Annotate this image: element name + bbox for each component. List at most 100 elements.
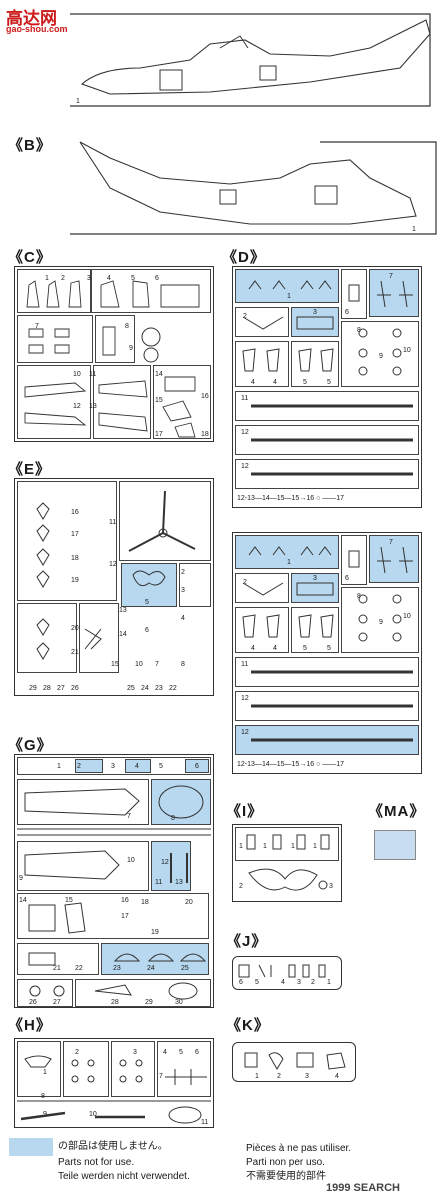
part-number: 3: [133, 1049, 137, 1056]
part-number: 11: [241, 661, 249, 668]
part-number: 4: [273, 645, 277, 652]
part-number: 30: [175, 999, 183, 1006]
part-number: 24: [147, 965, 155, 972]
part-number: 4: [281, 979, 285, 986]
legend-de: Teile werden nicht verwendet.: [58, 1171, 190, 1182]
part-number: 18: [201, 431, 209, 438]
sprue-j-frame: 6 5 4 3 2 1: [232, 956, 342, 990]
e-cell-blue-5: [121, 563, 177, 607]
d-cell-4: [235, 341, 289, 387]
e-cell-13: [79, 603, 119, 673]
part-number: 10: [403, 347, 411, 354]
part-number: 2: [61, 275, 65, 282]
part-number: 11: [89, 371, 97, 378]
part-number: 19: [71, 577, 79, 584]
legend-en: Parts not for use.: [58, 1157, 135, 1168]
part-number: 12: [73, 403, 81, 410]
part-number: 16: [71, 509, 79, 516]
section-label-b: 《B》: [8, 137, 52, 154]
part-number: 1: [291, 843, 295, 850]
part-number: 2: [311, 979, 315, 986]
part-number: 4: [163, 1049, 167, 1056]
part-number: 5: [303, 645, 307, 652]
part-number: 14: [19, 897, 27, 904]
sprue-k-drawing: [244, 1052, 346, 1070]
sprue-d-frame: 1 2 3 4 4 5 5 6 7 8 9 10 11 12 12 12-13—…: [232, 266, 422, 508]
d2-cell-2: [235, 573, 289, 603]
part-number: 5: [327, 379, 331, 386]
part-number: 4: [251, 645, 255, 652]
part-number: 12: [241, 429, 249, 436]
i-cell-row1: [235, 827, 339, 861]
part-number: 11: [109, 519, 117, 526]
part-number: 17: [71, 531, 79, 538]
part-number: 6: [239, 979, 243, 986]
e-cell-figures-2: [17, 603, 77, 673]
part-number: 26: [29, 999, 37, 1006]
section-label-c: 《C》: [8, 249, 52, 266]
part-number: 6: [145, 627, 149, 634]
part-number: 2: [243, 313, 247, 320]
part-number: 12: [241, 729, 249, 736]
part-number: 5: [179, 1049, 183, 1056]
d2-runner-row: 12-13—14—15—15→16 ○ ——17: [237, 761, 345, 768]
part-number: 20: [185, 899, 193, 906]
g-cell-blue-4: [125, 759, 151, 773]
part-number: 15: [111, 661, 119, 668]
d2-cell-blue-7: [369, 535, 419, 583]
part-number: 5: [131, 275, 135, 282]
part-number: 8: [357, 327, 361, 334]
part-number: 21: [53, 965, 61, 972]
part-number: 14: [119, 631, 127, 638]
sprue-a-drawing: [70, 13, 431, 107]
d2-cell-4: [235, 607, 289, 653]
h-cell-1: [17, 1041, 61, 1097]
part-number: 25: [181, 965, 189, 972]
part-number: 16: [201, 393, 209, 400]
part-number: 21: [71, 649, 79, 656]
part-number: 20: [71, 625, 79, 632]
e-cell-2: [179, 563, 211, 607]
part-number: 7: [35, 323, 39, 330]
part-number: 1: [57, 763, 61, 770]
g-cell-26: [17, 979, 73, 1007]
part-number: 2: [181, 569, 185, 576]
section-label-d: 《D》: [222, 249, 266, 266]
sprue-c-frame: 1 2 3 4 5 6 7 8 9 10 11 12 13 14 15 16 1…: [14, 266, 214, 442]
part-number: 5: [145, 599, 149, 606]
part-number: 3: [313, 575, 317, 582]
part-number: 7: [389, 273, 393, 280]
part-number: 13: [175, 879, 183, 886]
part-number: 22: [169, 685, 177, 692]
part-number: 15: [155, 397, 163, 404]
part-number: 1: [287, 293, 291, 300]
c-cell-3: [17, 315, 93, 363]
legend-fr: Pièces à ne pas utiliser.: [246, 1143, 352, 1154]
g-cell-blue-23: [101, 943, 209, 975]
sprue-d2-frame: 1 2 3 4 4 5 5 6 7 8 9 10 11 12 12 12-13—…: [232, 532, 422, 774]
sprue-h-frame: 1 2 3 4 5 6 7 8 9 10 11: [14, 1038, 214, 1128]
part-number: 24: [141, 685, 149, 692]
part-number: 1: [45, 275, 49, 282]
part-number: 10: [73, 371, 81, 378]
g-cell-21: [17, 943, 99, 975]
part-number: 28: [111, 999, 119, 1006]
sprue-d-drawing: [242, 280, 413, 476]
part-number: 29: [29, 685, 37, 692]
part-number: 13: [89, 403, 97, 410]
part-number: 10: [127, 857, 135, 864]
d-runner-row: 12-13—14—15—15→16 ○ ——17: [237, 495, 345, 502]
part-number: 6: [155, 275, 159, 282]
part-number: 8: [171, 815, 175, 822]
h-cell-4: [157, 1041, 211, 1097]
part-number: 29: [145, 999, 153, 1006]
part-number: 4: [107, 275, 111, 282]
part-number: 11: [241, 395, 249, 402]
d-cell-blue-3: [291, 307, 339, 337]
d-cell-12b: [235, 425, 419, 455]
part-number: 11: [201, 1119, 209, 1126]
part-number: 10: [89, 1111, 97, 1118]
section-label-k: 《K》: [226, 1017, 270, 1034]
sprue-c-drawing: [24, 280, 200, 438]
c-cell-6: [93, 365, 151, 439]
